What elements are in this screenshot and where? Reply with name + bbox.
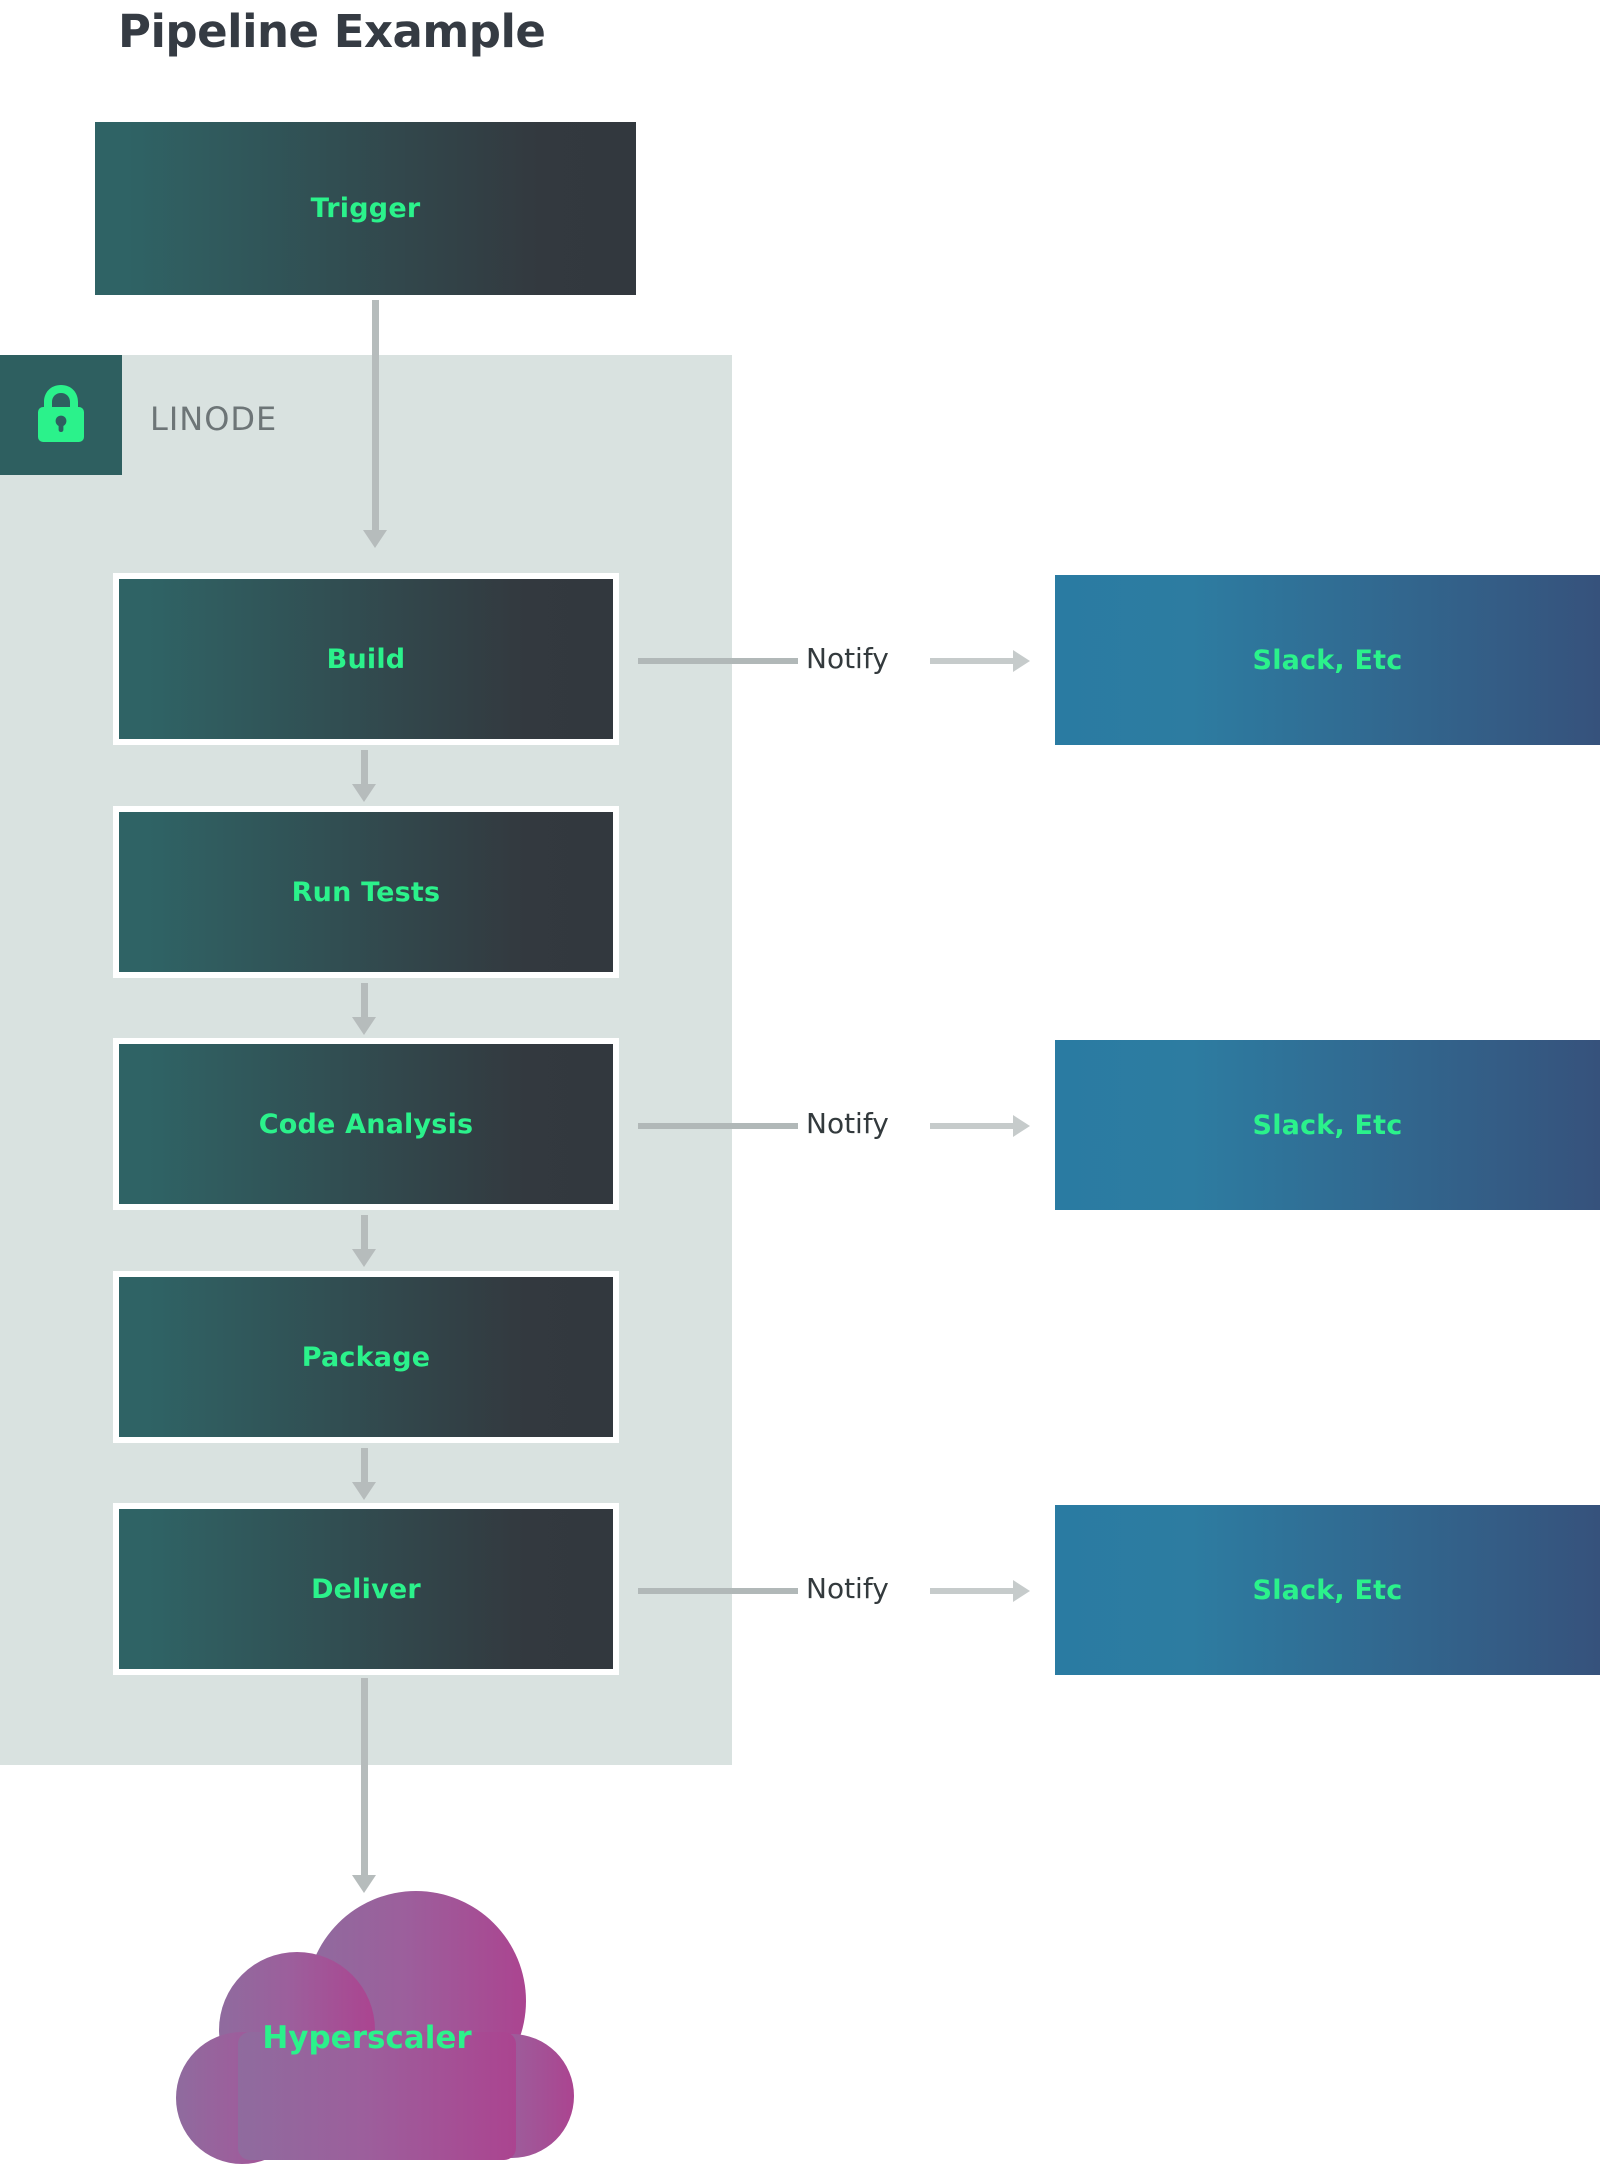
node-build[interactable]: Build bbox=[113, 573, 619, 745]
node-slack-2[interactable]: Slack, Etc bbox=[1055, 1040, 1600, 1210]
lock-badge bbox=[0, 355, 122, 475]
arrow-trigger-to-build bbox=[363, 300, 387, 548]
node-trigger-label: Trigger bbox=[310, 193, 421, 224]
node-code-analysis[interactable]: Code Analysis bbox=[113, 1038, 619, 1210]
edge-label-notify-3: Notify bbox=[806, 1572, 889, 1605]
linode-zone-label: LINODE bbox=[150, 400, 278, 438]
edge-build-to-slack bbox=[638, 658, 798, 664]
node-slack-1[interactable]: Slack, Etc bbox=[1055, 575, 1600, 745]
node-slack-1-label: Slack, Etc bbox=[1252, 644, 1403, 676]
node-run-tests[interactable]: Run Tests bbox=[113, 806, 619, 978]
edge-analysis-to-slack bbox=[638, 1123, 798, 1129]
arrowhead-deliver-to-slack bbox=[930, 1580, 1030, 1602]
node-code-analysis-label: Code Analysis bbox=[258, 1108, 474, 1140]
edge-label-notify-2: Notify bbox=[806, 1107, 889, 1140]
node-build-label: Build bbox=[326, 643, 406, 675]
arrowhead-analysis-to-slack bbox=[930, 1115, 1030, 1137]
node-hyperscaler-label: Hyperscaler bbox=[262, 2020, 472, 2056]
edge-deliver-to-slack bbox=[638, 1588, 798, 1594]
node-slack-2-label: Slack, Etc bbox=[1252, 1109, 1403, 1141]
lock-icon bbox=[32, 381, 90, 449]
arrow-analysis-to-package bbox=[352, 1215, 376, 1267]
node-package-label: Package bbox=[301, 1341, 431, 1373]
edge-label-notify-1: Notify bbox=[806, 642, 889, 675]
node-deliver[interactable]: Deliver bbox=[113, 1503, 619, 1675]
arrow-package-to-deliver bbox=[352, 1448, 376, 1500]
node-trigger[interactable]: Trigger bbox=[95, 122, 636, 295]
arrow-build-to-tests bbox=[352, 750, 376, 802]
page-title: Pipeline Example bbox=[118, 5, 546, 58]
node-package[interactable]: Package bbox=[113, 1271, 619, 1443]
node-hyperscaler[interactable] bbox=[142, 1880, 592, 2165]
arrowhead-build-to-slack bbox=[930, 650, 1030, 672]
node-run-tests-label: Run Tests bbox=[291, 876, 441, 908]
arrow-deliver-to-cloud bbox=[352, 1678, 376, 1893]
arrow-tests-to-analysis bbox=[352, 983, 376, 1035]
node-deliver-label: Deliver bbox=[311, 1573, 421, 1605]
node-slack-3[interactable]: Slack, Etc bbox=[1055, 1505, 1600, 1675]
node-slack-3-label: Slack, Etc bbox=[1252, 1574, 1403, 1606]
